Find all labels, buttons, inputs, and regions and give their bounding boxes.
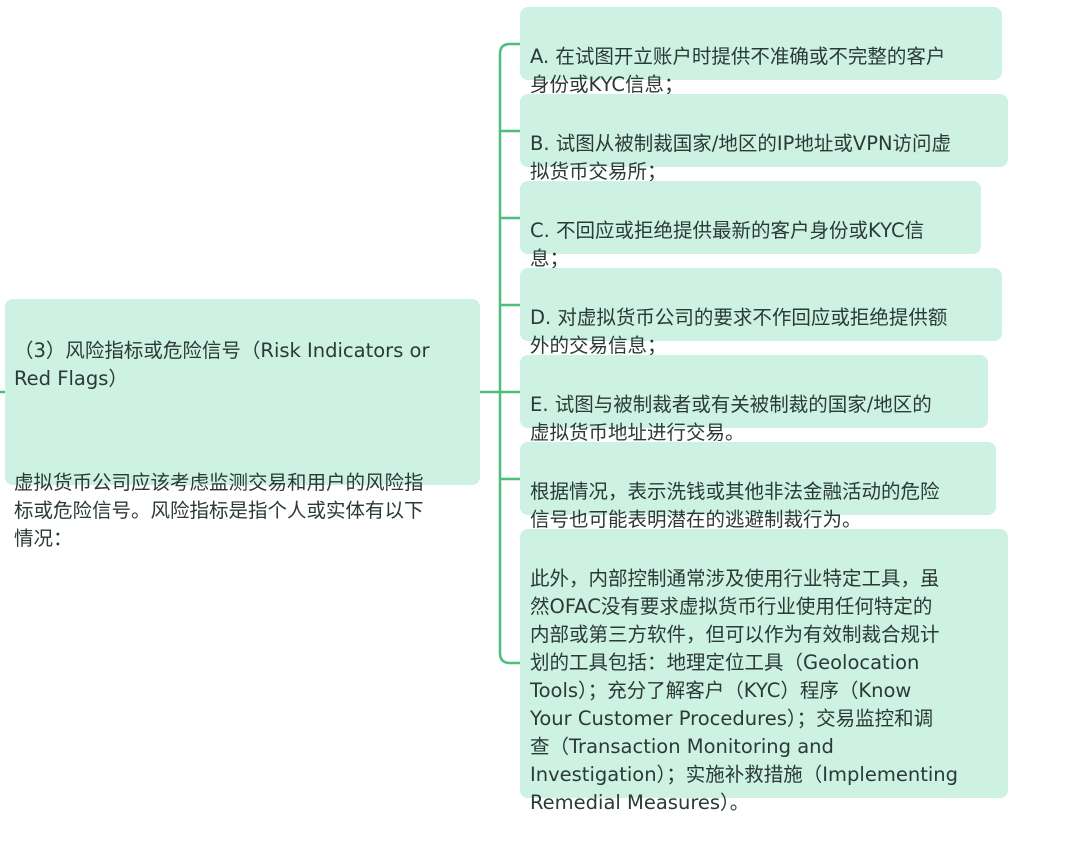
branch-node-d[interactable]: D. 对虚拟货币公司的要求不作回应或拒绝提供额 外的交易信息； — [520, 268, 1002, 357]
branch-node-b[interactable]: B. 试图从被制裁国家/地区的IP地址或VPN访问虚 拟货币交易所； — [520, 94, 1008, 183]
branch-node-a[interactable]: A. 在试图开立账户时提供不准确或不完整的客户 身份或KYC信息； — [520, 7, 1002, 96]
central-topic-heading: （3）风险指标或危险信号（Risk Indicators or Red Flag… — [14, 339, 430, 390]
branch-node-red-flags-note[interactable]: 根据情况，表示洗钱或其他非法金融活动的危险 信号也可能表明潜在的逃避制裁行为。 — [520, 442, 996, 531]
branch-node-text: 此外，内部控制通常涉及使用行业特定工具，虽 然OFAC没有要求虚拟货币行业使用任… — [530, 567, 958, 814]
connector-lines — [0, 42, 522, 665]
branch-node-text: 根据情况，表示洗钱或其他非法金融活动的危险 信号也可能表明潜在的逃避制裁行为。 — [530, 480, 940, 531]
central-topic-spacer — [14, 421, 470, 441]
central-topic-node[interactable]: （3）风险指标或危险信号（Risk Indicators or Red Flag… — [5, 299, 480, 550]
central-topic-body: 虚拟货币公司应该考虑监测交易和用户的风险指 标或危险信号。风险指标是指个人或实体… — [14, 471, 424, 550]
connector-trunk — [498, 42, 522, 665]
branch-node-c[interactable]: C. 不回应或拒绝提供最新的客户身份或KYC信 息； — [520, 181, 981, 270]
branch-node-text: D. 对虚拟货币公司的要求不作回应或拒绝提供额 外的交易信息； — [530, 306, 948, 357]
branch-node-text: C. 不回应或拒绝提供最新的客户身份或KYC信 息； — [530, 219, 925, 270]
branch-node-text: A. 在试图开立账户时提供不准确或不完整的客户 身份或KYC信息； — [530, 45, 946, 96]
branch-node-text: E. 试图与被制裁者或有关被制裁的国家/地区的 虚拟货币地址进行交易。 — [530, 393, 932, 444]
branch-node-internal-controls[interactable]: 此外，内部控制通常涉及使用行业特定工具，虽 然OFAC没有要求虚拟货币行业使用任… — [520, 529, 1008, 814]
branch-node-text: B. 试图从被制裁国家/地区的IP地址或VPN访问虚 拟货币交易所； — [530, 132, 952, 183]
branch-node-e[interactable]: E. 试图与被制裁者或有关被制裁的国家/地区的 虚拟货币地址进行交易。 — [520, 355, 988, 444]
